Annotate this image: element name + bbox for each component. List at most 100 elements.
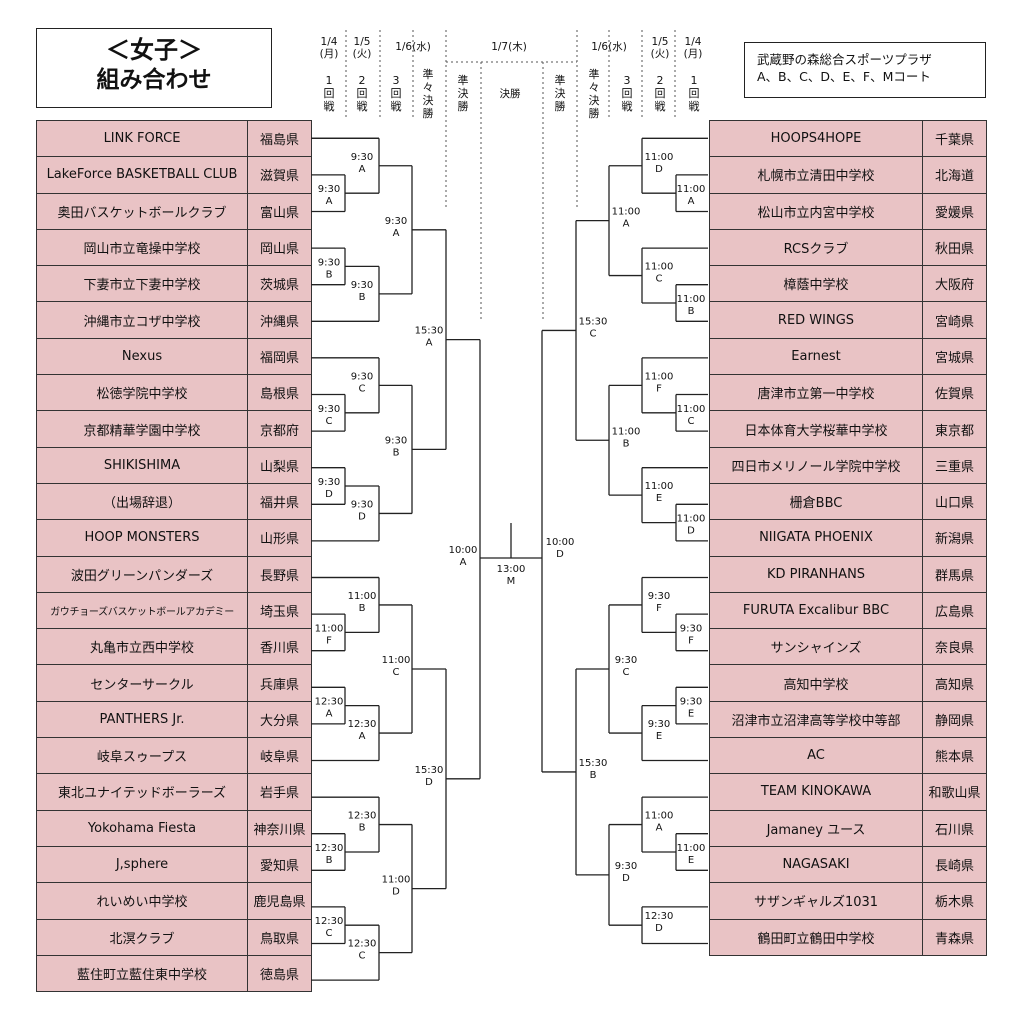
team-prefecture: 岐阜県 (247, 737, 312, 775)
left-team-row: 岐阜スゥープス岐阜県 (36, 737, 312, 775)
team-prefecture: 秋田県 (922, 228, 987, 267)
left-r2-match-time: 12:30 (348, 939, 377, 950)
page-title: ＜女子＞ (106, 36, 202, 64)
team-prefecture: 長崎県 (922, 845, 987, 884)
right-team-row: 松山市立内宮中学校愛媛県 (709, 192, 987, 230)
left-r1-match-time: 12:30 (315, 916, 344, 927)
date-header-1-4-left: 1/4(月) (319, 36, 339, 60)
right-r2-match-time: 9:30 (648, 591, 670, 602)
left-r1-match-court: A (326, 709, 333, 720)
right-r1-match-time: 11:00 (677, 404, 706, 415)
right-qf-match-court: C (590, 328, 597, 339)
final-label: 決勝 (499, 88, 521, 100)
left-team-row: 奥田バスケットボールクラブ富山県 (36, 192, 312, 230)
left-r2-match-time: 12:30 (348, 719, 377, 730)
team-name: 下妻市立下妻中学校 (36, 265, 248, 303)
team-prefecture: 青森県 (922, 918, 987, 956)
team-name: サンシャインズ (709, 628, 923, 666)
semifinal-label-right: 準決勝 (554, 74, 566, 113)
left-r2-match-time: 9:30 (351, 152, 373, 163)
right-r2-match-court: E (656, 731, 662, 742)
right-qf-match-time: 15:30 (579, 316, 608, 327)
left-r2-match-court: B (359, 292, 366, 303)
team-name: 札幌市立清田中学校 (709, 156, 923, 194)
team-prefecture: 兵庫県 (247, 664, 312, 702)
team-prefecture: 三重県 (922, 446, 987, 484)
team-prefecture: 高知県 (922, 664, 987, 702)
date-header-1-5-right: 1/5(火) (650, 36, 670, 60)
final-match-court: M (507, 576, 516, 587)
team-name: 波田グリーンパンダーズ (36, 555, 248, 593)
left-r1-match-time: 9:30 (318, 477, 340, 488)
team-prefecture: 福岡県 (247, 337, 312, 376)
date-header-1-4-right: 1/4(月) (683, 36, 703, 60)
left-qf-match-time: 15:30 (415, 326, 444, 337)
left-r2-match-court: C (359, 383, 366, 394)
left-team-row: 東北ユナイテッドボーラーズ岩手県 (36, 773, 312, 811)
left-r1-match-court: C (326, 416, 333, 427)
left-r2-match-time: 9:30 (351, 371, 373, 382)
team-prefecture: 群馬県 (922, 555, 987, 593)
left-r2-match-time: 11:00 (348, 591, 377, 602)
final-match-time: 13:00 (497, 564, 526, 575)
team-prefecture: 新潟県 (922, 519, 987, 557)
right-r1-match-time: 11:00 (677, 294, 706, 305)
left-r2-match-court: D (358, 511, 366, 522)
right-r1-match-time: 11:00 (677, 843, 706, 854)
left-r2-match-court: A (359, 164, 366, 175)
right-r1-match-time: 9:30 (680, 623, 702, 634)
team-name: ガウチョーズバスケットボールアカデミー (36, 591, 248, 630)
team-name: 岡山市立竜操中学校 (36, 228, 248, 267)
right-r2-match-court: A (656, 823, 663, 834)
left-r2-match-court: B (359, 823, 366, 834)
team-name: （出場辞退） (36, 482, 248, 521)
left-r3-match-time: 9:30 (385, 216, 407, 227)
right-r3-match-time: 9:30 (615, 655, 637, 666)
team-prefecture: 宮崎県 (922, 301, 987, 339)
left-team-row: ガウチョーズバスケットボールアカデミー埼玉県 (36, 591, 312, 630)
team-name: 藍住町立藍住東中学校 (36, 954, 248, 993)
right-r1-match-time: 11:00 (677, 184, 706, 195)
team-name: LINK FORCE (36, 119, 248, 158)
right-qf-match-time: 15:30 (579, 758, 608, 769)
team-prefecture: 福島県 (247, 119, 312, 158)
right-team-row: 鶴田町立鶴田中学校青森県 (709, 918, 987, 956)
team-prefecture: 東京都 (922, 410, 987, 448)
team-prefecture: 大阪府 (922, 265, 987, 303)
team-prefecture: 奈良県 (922, 628, 987, 666)
team-name: PANTHERS Jr. (36, 700, 248, 739)
right-team-row: RCSクラブ秋田県 (709, 228, 987, 267)
team-prefecture: 大分県 (247, 700, 312, 739)
left-r3-match-time: 9:30 (385, 435, 407, 446)
team-prefecture: 広島県 (922, 591, 987, 630)
left-team-row: 下妻市立下妻中学校茨城県 (36, 265, 312, 303)
team-name: 松山市立内宮中学校 (709, 192, 923, 230)
left-r1-match-time: 9:30 (318, 404, 340, 415)
team-prefecture: 鹿児島県 (247, 882, 312, 920)
right-r1-match-time: 9:30 (680, 697, 702, 708)
right-sf-match-court: D (556, 549, 564, 560)
right-r1-match-court: B (688, 306, 695, 317)
team-prefecture: 宮城県 (922, 337, 987, 376)
right-sf-match-time: 10:00 (546, 537, 575, 548)
right-r1-match-court: A (688, 196, 695, 207)
team-prefecture: 神奈川県 (247, 809, 312, 847)
team-name: 鶴田町立鶴田中学校 (709, 918, 923, 956)
left-team-row: センターサークル兵庫県 (36, 664, 312, 702)
left-r3-match-court: A (393, 228, 400, 239)
right-r1-match-court: E (688, 709, 694, 720)
right-r3-match-court: B (623, 438, 630, 449)
left-team-row: 岡山市立竜操中学校岡山県 (36, 228, 312, 267)
left-r3-match-time: 11:00 (382, 655, 411, 666)
team-prefecture: 島根県 (247, 374, 312, 412)
